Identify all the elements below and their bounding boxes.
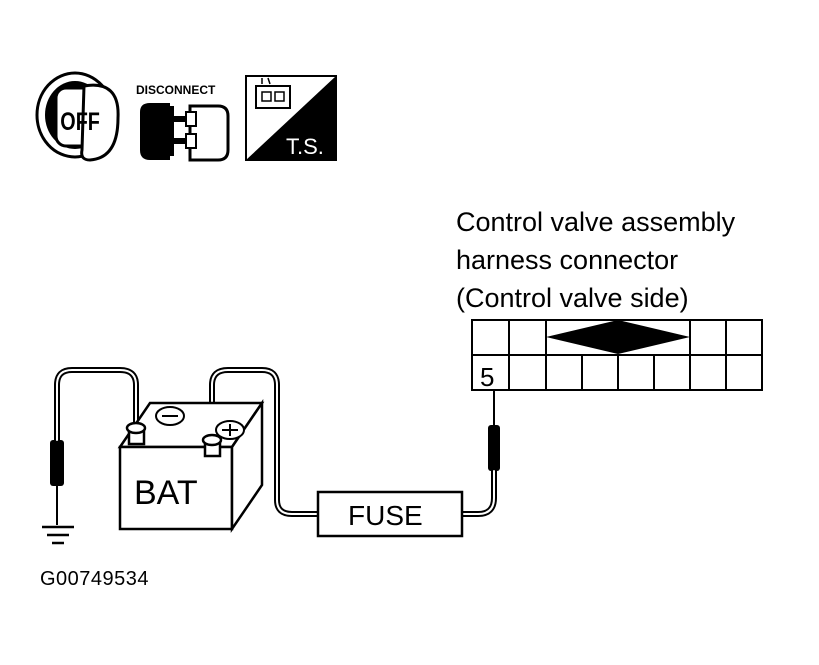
disconnect-label: DISCONNECT — [136, 83, 216, 97]
harness-connector: 5 — [471, 319, 763, 392]
battery-positive-terminal — [201, 433, 223, 458]
battery-minus-icon — [155, 406, 185, 426]
caption-line-2: harness connector — [456, 245, 679, 275]
ignition-off-label: OFF — [60, 107, 100, 136]
figure-id: G00749534 — [40, 568, 150, 590]
battery-plus-icon — [215, 420, 245, 440]
ts-icon: T.S. — [245, 75, 337, 161]
battery-label: BAT — [134, 474, 198, 512]
wires — [54, 367, 497, 517]
caption-line-3: (Control valve side) — [456, 283, 689, 313]
connector-lock-tab — [546, 320, 690, 354]
ground-icon — [42, 525, 74, 545]
caption-line-1: Control valve assembly — [456, 207, 736, 237]
terminal-probe — [488, 390, 500, 471]
ignition-off-icon: OFF — [35, 71, 120, 162]
disconnect-icon: DISCONNECT — [136, 83, 230, 162]
connector-caption: Control valve assembly harness connector… — [456, 203, 735, 317]
battery-negative-terminal — [125, 421, 147, 446]
terminal-label: 5 — [480, 362, 494, 392]
fuse-label: FUSE — [348, 500, 423, 531]
fuse: FUSE — [316, 490, 464, 538]
battery: BAT — [117, 398, 265, 534]
ts-label: T.S. — [286, 134, 324, 159]
ground-probe — [50, 440, 64, 525]
